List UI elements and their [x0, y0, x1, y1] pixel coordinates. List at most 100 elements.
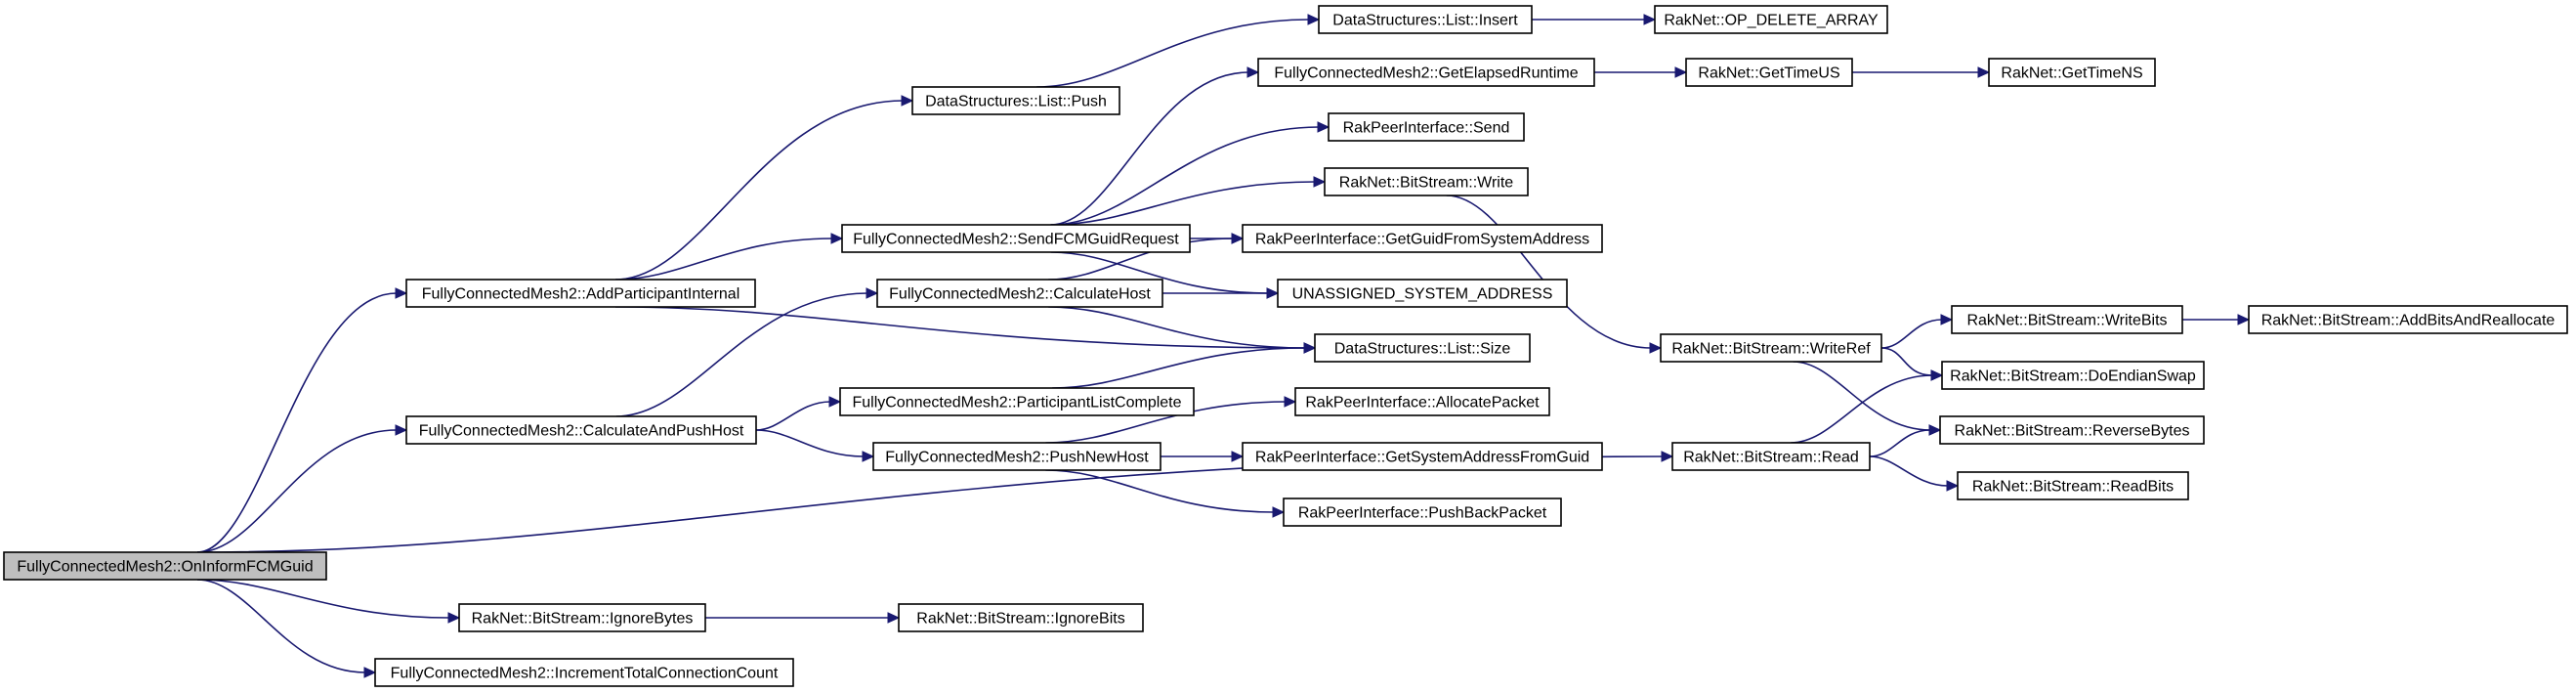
node-reverseBytes[interactable]: RakNet::BitStream::ReverseBytes: [1939, 415, 2205, 445]
node-writeRef[interactable]: RakNet::BitStream::WriteRef: [1660, 333, 1882, 363]
arrowhead: [1303, 342, 1317, 354]
node-bsWrite[interactable]: RakNet::BitStream::Write: [1324, 167, 1529, 196]
node-readBits[interactable]: RakNet::BitStream::ReadBits: [1957, 471, 2189, 500]
node-getTimeNS[interactable]: RakNet::GetTimeNS: [1988, 58, 2156, 87]
node-calcAndPush[interactable]: FullyConnectedMesh2::CalculateAndPushHos…: [405, 415, 757, 445]
edge-bsRead-to-readBits: [1869, 455, 1949, 487]
node-listInsert[interactable]: DataStructures::List::Insert: [1318, 5, 1533, 34]
node-box: [1277, 279, 1568, 308]
node-box: [876, 279, 1163, 308]
edge-pushNewHost-to-allocPacket: [1045, 401, 1287, 444]
edge-root-to-incConn: [196, 579, 366, 673]
edge-bsRead-to-endianSwap: [1791, 374, 1933, 444]
arrowhead: [887, 612, 901, 624]
node-label: RakNet::BitStream::ReadBits: [1972, 479, 2174, 496]
node-allocPacket[interactable]: RakPeerInterface::AllocatePacket: [1294, 387, 1550, 416]
node-label: DataStructures::List::Insert: [1332, 13, 1518, 29]
edge-bsRead-to-reverseBytes: [1869, 429, 1931, 457]
node-box: [405, 279, 756, 308]
node-box: [839, 387, 1195, 416]
node-sendFCM[interactable]: FullyConnectedMesh2::SendFCMGuidRequest: [841, 224, 1191, 253]
node-listPush[interactable]: DataStructures::List::Push: [911, 86, 1120, 115]
arrowhead: [2237, 314, 2251, 325]
node-partListComplete[interactable]: FullyConnectedMesh2::ParticipantListComp…: [839, 387, 1195, 416]
edge-writeRef-to-reverseBytes: [1793, 361, 1931, 431]
node-root[interactable]: FullyConnectedMesh2::OnInformFCMGuid: [3, 551, 327, 581]
node-box: [1294, 387, 1550, 416]
node-incConn[interactable]: FullyConnectedMesh2::IncrementTotalConne…: [374, 658, 794, 687]
node-label: FullyConnectedMesh2::CalculateAndPushHos…: [419, 423, 744, 440]
arrowhead: [363, 667, 377, 678]
arrowhead: [830, 233, 844, 244]
node-box: [1988, 58, 2156, 87]
node-box: [1283, 498, 1562, 527]
arrowhead: [828, 396, 842, 408]
node-getElapsed[interactable]: FullyConnectedMesh2::GetElapsedRuntime: [1257, 58, 1595, 87]
node-getGuidFromSA[interactable]: RakPeerInterface::GetGuidFromSystemAddre…: [1242, 224, 1603, 253]
arrowhead: [1317, 121, 1330, 133]
arrowhead: [1246, 66, 1260, 78]
arrowhead: [1674, 66, 1688, 78]
edge-root-to-ignoreBytes: [196, 579, 450, 619]
arrowhead: [1661, 451, 1674, 462]
edge-calcAndPush-to-partListComplete: [755, 401, 831, 431]
arrowhead: [862, 451, 875, 462]
node-label: RakNet::BitStream::IgnoreBits: [916, 611, 1124, 628]
arrowhead: [901, 95, 914, 107]
node-rakSend[interactable]: RakPeerInterface::Send: [1328, 112, 1525, 142]
node-unassigned[interactable]: UNASSIGNED_SYSTEM_ADDRESS: [1277, 279, 1568, 308]
arrowhead: [1231, 451, 1245, 462]
node-pushNewHost[interactable]: FullyConnectedMesh2::PushNewHost: [872, 442, 1161, 471]
node-label: RakNet::BitStream::WriteBits: [1966, 313, 2167, 329]
node-bsRead[interactable]: RakNet::BitStream::Read: [1671, 442, 1871, 471]
node-getSAFromGuid[interactable]: RakPeerInterface::GetSystemAddressFromGu…: [1242, 442, 1603, 471]
node-ignoreBits[interactable]: RakNet::BitStream::IgnoreBits: [898, 603, 1144, 632]
node-calcHost[interactable]: FullyConnectedMesh2::CalculateHost: [876, 279, 1163, 308]
node-label: DataStructures::List::Size: [1334, 341, 1511, 358]
node-label: FullyConnectedMesh2::SendFCMGuidRequest: [853, 232, 1179, 248]
arrowhead: [447, 612, 461, 624]
node-label: RakNet::BitStream::ReverseBytes: [1955, 423, 2190, 440]
node-box: [405, 415, 757, 445]
node-label: RakNet::OP_DELETE_ARRAY: [1664, 13, 1879, 29]
arrowhead: [1940, 314, 1954, 325]
node-opDelete[interactable]: RakNet::OP_DELETE_ARRAY: [1654, 5, 1888, 34]
node-pushBack[interactable]: RakPeerInterface::PushBackPacket: [1283, 498, 1562, 527]
node-box: [1941, 361, 2205, 390]
node-addBitsAlloc[interactable]: RakNet::BitStream::AddBitsAndReallocate: [2248, 305, 2568, 334]
arrowhead: [1284, 396, 1297, 408]
node-box: [1671, 442, 1871, 471]
node-label: RakNet::GetTimeNS: [2001, 65, 2142, 82]
arrowhead: [1307, 14, 1321, 25]
arrowhead: [1649, 342, 1663, 354]
nodes-layer: FullyConnectedMesh2::OnInformFCMGuidFull…: [3, 5, 2568, 687]
edge-writeRef-to-endianSwap: [1880, 347, 1933, 376]
node-label: RakNet::GetTimeUS: [1698, 65, 1839, 82]
arrowhead: [1946, 480, 1960, 492]
edge-sendFCM-to-bsWrite: [1050, 181, 1316, 226]
node-listSize[interactable]: DataStructures::List::Size: [1314, 333, 1531, 363]
arrowhead: [1643, 14, 1657, 25]
node-ignoreBytes[interactable]: RakNet::BitStream::IgnoreBytes: [458, 603, 706, 632]
node-box: [2248, 305, 2568, 334]
node-box: [1314, 333, 1531, 363]
node-box: [458, 603, 706, 632]
node-box: [911, 86, 1120, 115]
node-endianSwap[interactable]: RakNet::BitStream::DoEndianSwap: [1941, 361, 2205, 390]
node-box: [1318, 5, 1533, 34]
node-writeBits[interactable]: RakNet::BitStream::WriteBits: [1951, 305, 2183, 334]
node-box: [374, 658, 794, 687]
arrowhead: [395, 287, 408, 299]
node-label: FullyConnectedMesh2::OnInformFCMGuid: [17, 559, 313, 576]
node-box: [872, 442, 1161, 471]
arrowhead: [395, 424, 408, 436]
edge-sendFCM-to-getElapsed: [1050, 71, 1249, 226]
node-getTimeUS[interactable]: RakNet::GetTimeUS: [1685, 58, 1853, 87]
node-box: [898, 603, 1144, 632]
node-box: [1242, 442, 1603, 471]
edge-calcAndPush-to-pushNewHost: [755, 429, 865, 457]
edges-layer: [196, 14, 2251, 678]
node-box: [1328, 112, 1525, 142]
node-addParticipant[interactable]: FullyConnectedMesh2::AddParticipantInter…: [405, 279, 756, 308]
node-box: [1654, 5, 1888, 34]
